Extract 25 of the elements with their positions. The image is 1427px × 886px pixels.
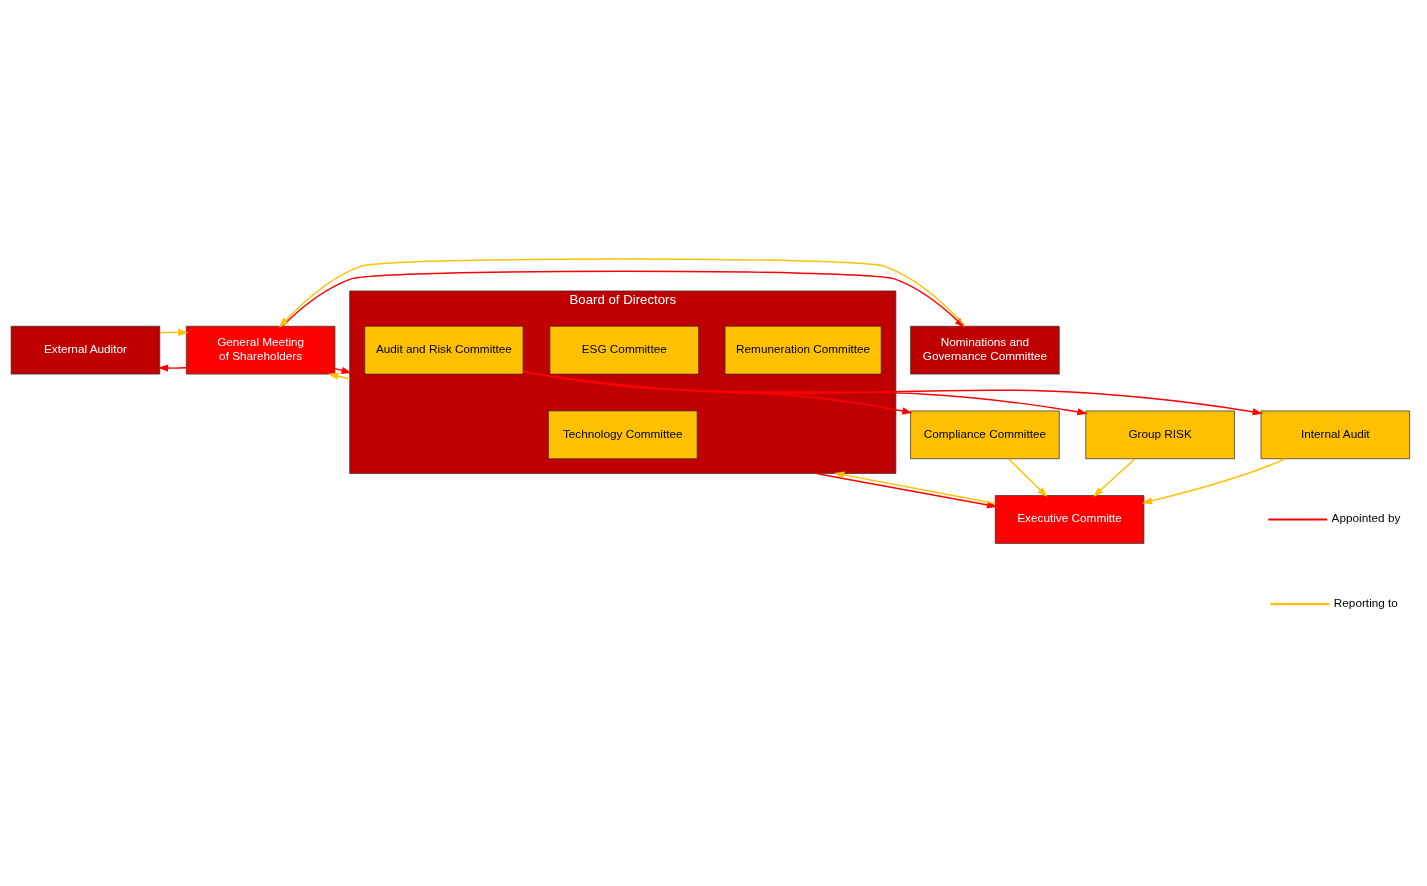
node-box: Internal Audit bbox=[1260, 410, 1410, 459]
arrow bbox=[159, 328, 189, 336]
node-box: Remuneration Committee bbox=[724, 325, 882, 374]
node-box: Audit and Risk Committee bbox=[364, 325, 524, 374]
node-box: ESG Committee bbox=[549, 325, 699, 374]
arrow bbox=[334, 366, 352, 374]
node-box: General Meeting of Shareholders bbox=[185, 325, 336, 374]
arrow bbox=[522, 370, 1263, 415]
legend-label: Appointed by bbox=[1331, 510, 1401, 524]
node-box: Nominations and Governance Committee bbox=[910, 325, 1060, 374]
arrow bbox=[1141, 457, 1287, 504]
arrow bbox=[278, 257, 966, 328]
node-box: Technology Committee bbox=[548, 410, 698, 459]
arrow bbox=[328, 372, 351, 380]
arrow bbox=[815, 472, 998, 508]
node-box: Group RISK bbox=[1085, 410, 1235, 459]
node-box: Compliance Committee bbox=[910, 410, 1060, 459]
arrow bbox=[157, 363, 187, 372]
arrow bbox=[1093, 457, 1136, 497]
node-box: External Auditor bbox=[10, 325, 161, 374]
arrow bbox=[834, 470, 996, 504]
arrow bbox=[281, 270, 965, 328]
arrow bbox=[1008, 457, 1048, 497]
legend-label: Reporting to bbox=[1333, 595, 1398, 609]
node-box: Executive Committe bbox=[994, 494, 1145, 544]
